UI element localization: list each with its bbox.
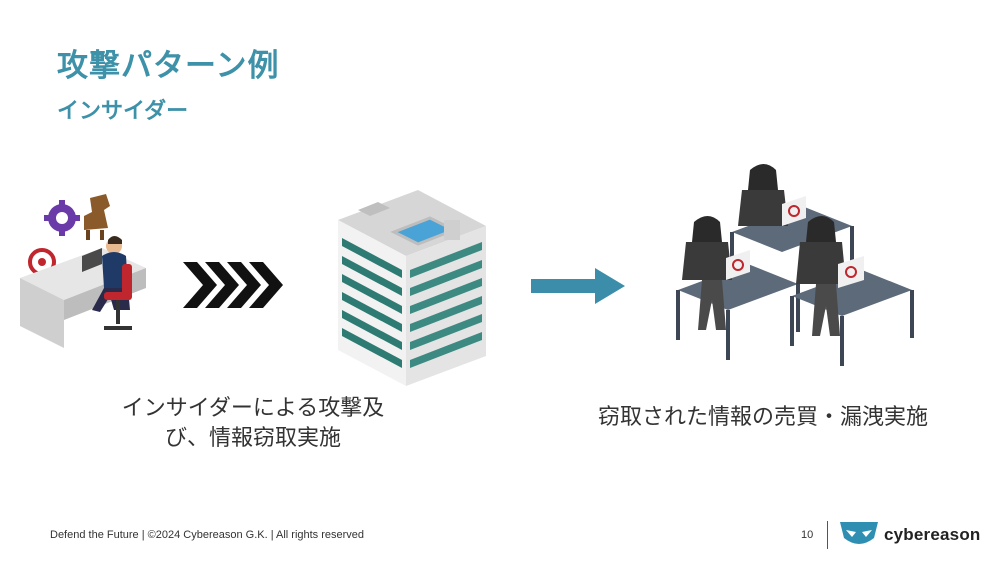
office-building-illustration <box>338 190 486 386</box>
caption-insider-line2: び、情報窃取実施 <box>164 426 341 451</box>
caption-sale-leak: 窃取された情報の売買・漏洩実施 <box>598 405 929 430</box>
caption-insider: インサイダーによる攻撃及 び、情報窃取実施 <box>103 394 403 454</box>
page-number: 10 <box>801 529 814 541</box>
trojan-horse-icon <box>84 194 110 240</box>
right-arrow-icon <box>531 268 625 304</box>
caption-insider-line1: インサイダーによる攻撃及 <box>121 396 385 421</box>
footer-divider <box>827 521 828 549</box>
slide-title: 攻撃パターン例 <box>57 48 280 84</box>
footer-copyright: Defend the Future | ©2024 Cybereason G.K… <box>50 529 365 541</box>
hackers-illustration <box>676 164 914 366</box>
cybereason-logo-icon <box>840 522 878 544</box>
logo-text: cybereason <box>884 525 981 544</box>
gear-icon <box>44 200 80 236</box>
insider-illustration <box>20 194 146 348</box>
chevron-arrows-icon <box>183 262 283 308</box>
slide-subtitle: インサイダー <box>57 99 189 124</box>
